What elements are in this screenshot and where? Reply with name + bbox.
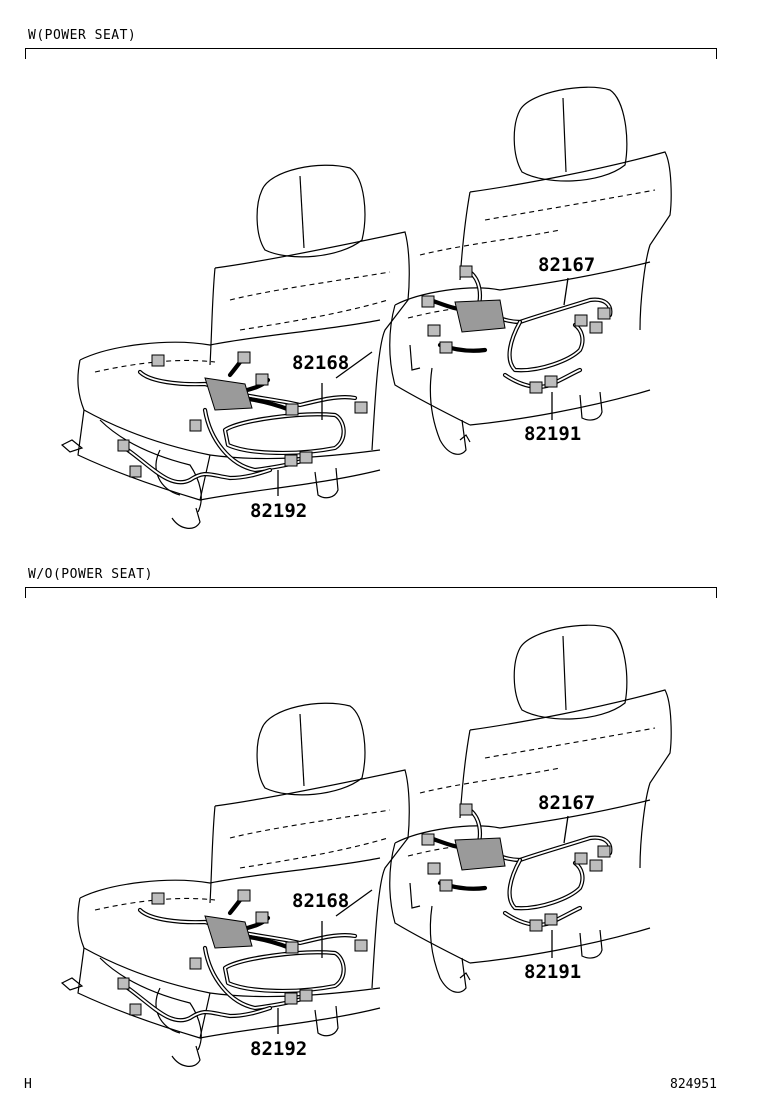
part-number-82167-lower: 82167 [538,792,596,814]
section-label-with-power-seat: W(POWER SEAT) [28,28,137,43]
part-number-82192-lower: 82192 [250,1038,308,1060]
part-number-82191-lower: 82191 [524,961,582,983]
part-number-82192-upper: 82192 [250,500,308,522]
upper-left-seat-drawing [62,165,409,528]
footer-illustration-number: 824951 [670,1077,717,1092]
section-label-without-power-seat: W/O(POWER SEAT) [28,567,153,582]
lower-right-seat-drawing [390,625,671,992]
section-bracket-with-power-seat [25,48,717,59]
upper-right-seat-drawing [390,87,671,454]
section-bracket-without-power-seat [25,587,717,598]
part-number-82168-upper: 82168 [292,352,350,374]
part-number-82167-upper: 82167 [538,254,596,276]
footer-left-code: H [24,1077,32,1092]
part-number-82191-upper: 82191 [524,423,582,445]
lower-left-seat-drawing [62,703,409,1066]
part-number-82168-lower: 82168 [292,890,350,912]
